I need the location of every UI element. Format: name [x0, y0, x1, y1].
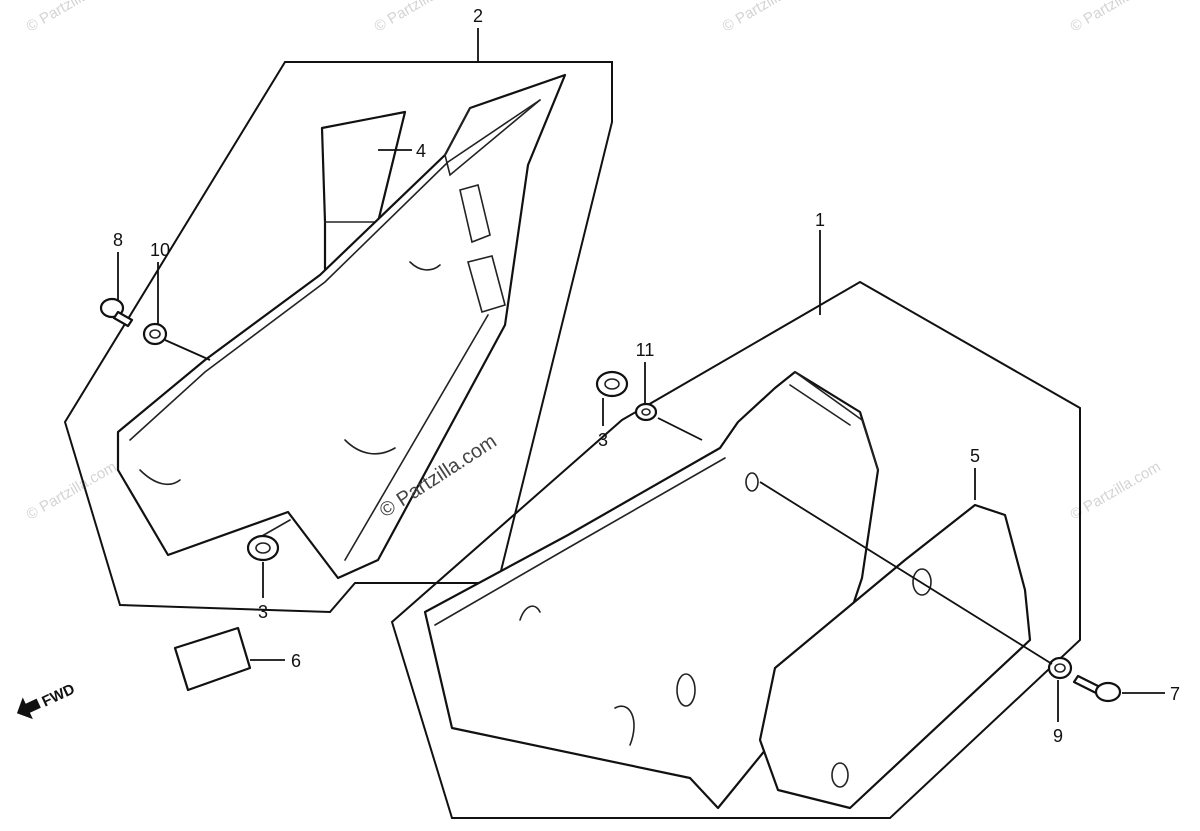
group-box-right [390, 280, 1081, 819]
part-9-collar [1047, 656, 1073, 680]
hardware [99, 297, 1122, 703]
leader-lines [117, 28, 1165, 722]
callouts: 2 1 4 8 10 11 3 3 5 6 7 9 [113, 6, 1180, 746]
group-box-left [63, 61, 613, 614]
callout-10: 10 [150, 240, 170, 260]
callout-5: 5 [970, 446, 980, 466]
watermark-top-far-right: © Partzilla.com [1068, 0, 1164, 35]
part-8-bolt [99, 297, 134, 328]
forward-arrow-icon [16, 697, 41, 720]
watermark-top-left: © Partzilla.com [24, 0, 120, 35]
callout-1: 1 [815, 210, 825, 230]
watermark-far-right: © Partzilla.com [1068, 458, 1164, 523]
part-5-panel [758, 503, 1032, 810]
callout-7: 7 [1170, 684, 1180, 704]
callout-11: 11 [636, 340, 655, 360]
part-1-right-side-cover [423, 370, 880, 810]
watermark-mid-left: © Partzilla.com [24, 458, 120, 523]
forward-label: FWD [39, 681, 77, 711]
forward-direction-indicator: FWD [16, 681, 78, 720]
assembly-lines [164, 339, 1053, 665]
callout-6: 6 [291, 651, 301, 671]
part-10-collar [142, 322, 168, 346]
part-3-grommet-left [246, 534, 280, 562]
watermark-top-middle: © Partzilla.com [372, 0, 468, 35]
part-3-grommet-right [595, 370, 629, 398]
callout-8: 8 [113, 230, 123, 250]
watermark-top-right: © Partzilla.com [720, 0, 816, 35]
part-11-washer [634, 402, 658, 422]
callout-3-right: 3 [598, 430, 608, 450]
callout-3-left: 3 [258, 602, 268, 622]
part-6-label [173, 626, 252, 692]
callout-2: 2 [473, 6, 483, 26]
part-7-bolt [1072, 674, 1122, 703]
part-2-left-side-cover [116, 73, 567, 580]
callout-4: 4 [416, 141, 426, 161]
callout-9: 9 [1053, 726, 1063, 746]
